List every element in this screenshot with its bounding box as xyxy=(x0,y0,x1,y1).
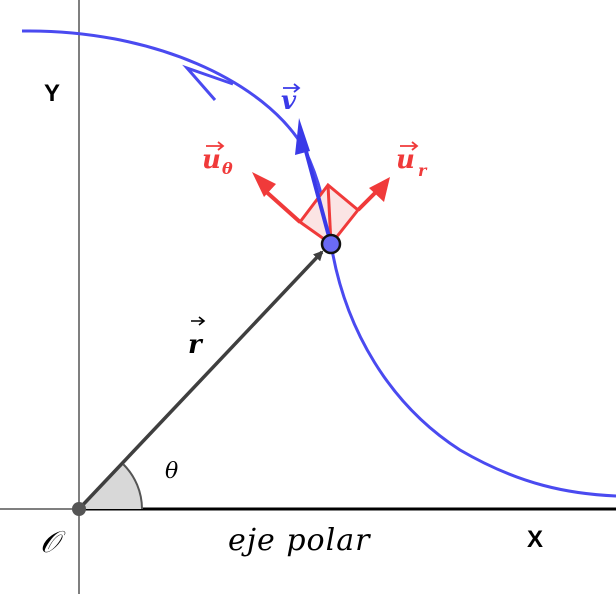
r-label-text: r xyxy=(188,330,204,360)
trajectory-curve xyxy=(21,29,616,498)
unit-theta-label: u θ xyxy=(202,141,233,178)
polar-axis-label: eje polar xyxy=(228,523,371,558)
angle-sector xyxy=(79,464,142,509)
utheta-base: u xyxy=(202,145,221,175)
v-arrow-accent xyxy=(283,83,301,93)
particle-point xyxy=(320,233,342,255)
x-axis-label: X xyxy=(527,526,543,553)
velocity-arrowhead xyxy=(295,118,310,155)
ur-sub: r xyxy=(418,161,428,180)
origin-label: 𝒪 xyxy=(40,525,66,560)
trajectory-direction-arrow xyxy=(182,64,234,101)
unit-r-label: u r xyxy=(396,141,428,180)
unit-r-vector xyxy=(356,188,380,212)
position-vector-label: r xyxy=(188,316,206,360)
r-arrow-accent xyxy=(191,316,206,326)
unit-theta-vector xyxy=(260,186,302,224)
origin-point xyxy=(72,502,86,516)
velocity-label: v xyxy=(281,83,301,116)
velocity-vector xyxy=(301,139,333,245)
position-vector xyxy=(77,250,324,511)
ur-base: u xyxy=(396,145,415,175)
utheta-sub: θ xyxy=(222,159,233,178)
angle-arc xyxy=(122,463,143,510)
utheta-arrow-accent xyxy=(206,141,225,151)
y-axis-label: Y xyxy=(44,80,60,107)
unit-r-arrowhead xyxy=(369,177,390,202)
ur-arrow-accent xyxy=(400,141,419,151)
angle-label: θ xyxy=(165,459,178,484)
v-label-text: v xyxy=(281,86,297,116)
unit-theta-arrowhead xyxy=(252,172,276,197)
